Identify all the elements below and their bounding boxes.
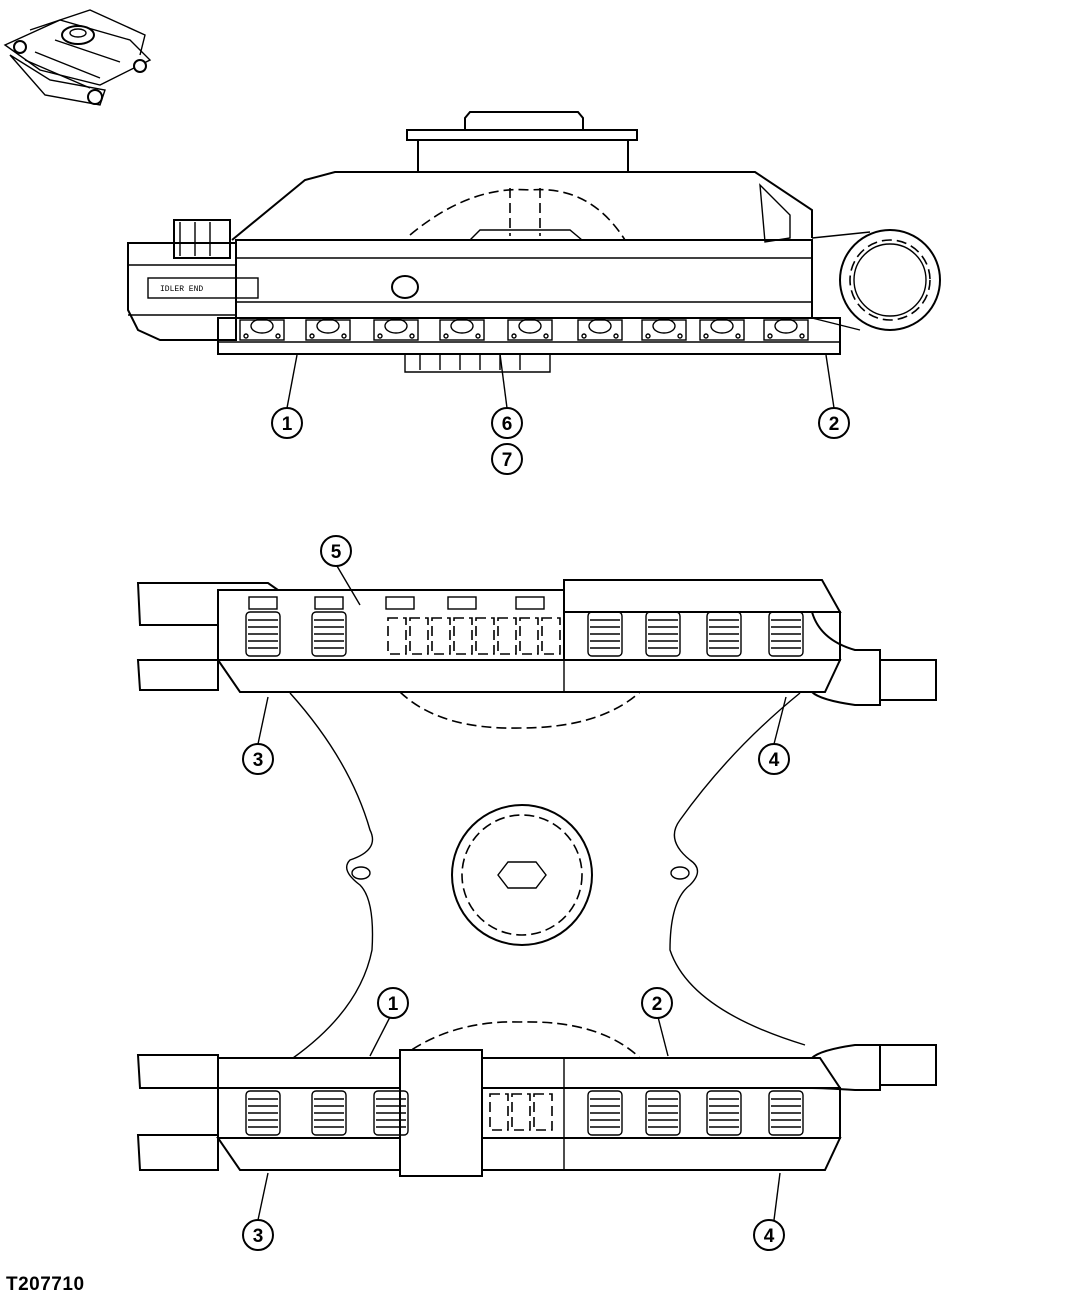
track-link [409, 617, 429, 655]
callout-1-top: 1 [377, 987, 409, 1019]
callout-2b-label: 2 [652, 994, 663, 1015]
callout-6-label: 6 [502, 414, 513, 435]
callout-leaders [257, 353, 835, 1221]
side-roller [305, 318, 351, 341]
callout-3-top-upper: 3 [242, 743, 274, 775]
track-roller [645, 1090, 681, 1136]
side-roller [699, 318, 745, 341]
track-link [511, 1093, 531, 1131]
track-link [431, 617, 451, 655]
callout-2-label: 2 [829, 414, 840, 435]
track-roller [768, 1090, 804, 1136]
track-roller [587, 611, 623, 657]
track-roller [373, 1090, 409, 1136]
callout-7-side: 7 [491, 443, 523, 475]
roller-bracket [248, 596, 278, 610]
roller-bracket [314, 596, 344, 610]
roller-bracket [385, 596, 415, 610]
track-link [533, 1093, 553, 1131]
callout-1-side: 1 [271, 407, 303, 439]
callout-4-label: 4 [769, 750, 780, 771]
key-thumbnail-icon [3, 9, 152, 106]
track-roller [245, 611, 281, 657]
track-roller [245, 1090, 281, 1136]
top-view-rollers [245, 596, 804, 1136]
idler-end-label: IDLER END [160, 285, 203, 294]
side-roller [439, 318, 485, 341]
side-roller [641, 318, 687, 341]
callout-2-side: 2 [818, 407, 850, 439]
top-view [136, 579, 937, 1177]
side-view: IDLER END [127, 111, 941, 373]
track-roller [768, 611, 804, 657]
side-roller [577, 318, 623, 341]
track-roller [706, 611, 742, 657]
callout-7-label: 7 [502, 450, 513, 471]
track-link [453, 617, 473, 655]
track-link [519, 617, 539, 655]
callout-1-label: 1 [282, 414, 293, 435]
callout-4-top-lower: 4 [753, 1219, 785, 1251]
side-roller [507, 318, 553, 341]
track-link [541, 617, 561, 655]
callout-6-side: 6 [491, 407, 523, 439]
roller-bracket [447, 596, 477, 610]
callout-2-top: 2 [641, 987, 673, 1019]
side-roller [373, 318, 419, 341]
callout-4b-label: 4 [764, 1226, 775, 1247]
callout-3-label: 3 [253, 750, 264, 771]
track-link [387, 617, 407, 655]
track-roller [311, 611, 347, 657]
track-link [497, 617, 517, 655]
side-roller [239, 318, 285, 341]
side-roller [763, 318, 809, 341]
track-roller [587, 1090, 623, 1136]
track-roller [311, 1090, 347, 1136]
track-link [475, 617, 495, 655]
figure-id: T207710 [6, 1274, 85, 1295]
callout-5-top: 5 [320, 535, 352, 567]
callout-3b-label: 3 [253, 1226, 264, 1247]
callout-3-top-lower: 3 [242, 1219, 274, 1251]
roller-bracket [515, 596, 545, 610]
callout-1b-label: 1 [388, 994, 399, 1015]
track-roller [645, 611, 681, 657]
side-view-rollers [239, 318, 809, 341]
track-link [489, 1093, 509, 1131]
callout-5-label: 5 [331, 542, 342, 563]
track-roller [706, 1090, 742, 1136]
callout-4-top-upper: 4 [758, 743, 790, 775]
